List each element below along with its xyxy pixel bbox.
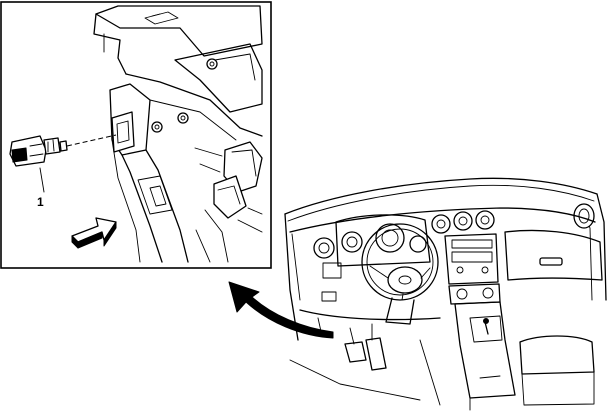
curved-arrow-icon [228,281,334,339]
inset-detail: 1 [0,1,272,269]
callout-number-1: 1 [37,195,44,209]
dashboard-overview [284,177,607,411]
install-path-line [66,134,117,147]
callout-leader-line [39,167,45,193]
view-direction-arrow-icon [71,217,117,249]
instrument-panel-bracket [93,5,263,263]
connector [9,135,68,167]
inset-frame [0,1,272,269]
